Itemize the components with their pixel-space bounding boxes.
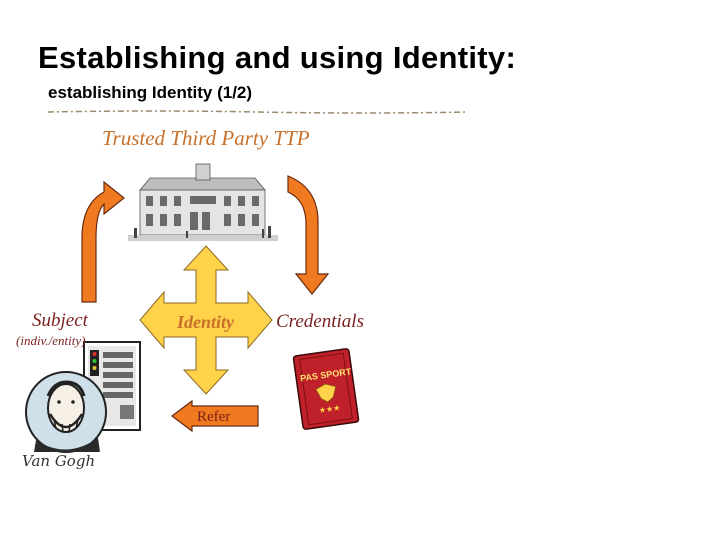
refer-label: Refer	[197, 409, 231, 425]
identity-cross-arrow	[139, 245, 273, 395]
ttp-to-credentials-arrow	[287, 175, 330, 295]
subject-portrait-image	[25, 371, 107, 453]
slide-title: Establishing and using Identity:	[38, 40, 517, 75]
credentials-label: Credentials	[276, 311, 364, 332]
subject-label: Subject	[32, 310, 88, 331]
passport-icon: PAS SPORT ★★★	[292, 348, 360, 430]
svg-text:★★★: ★★★	[318, 403, 341, 415]
subject-sublabel: (indiv./entity)	[16, 333, 86, 348]
slide-subtitle: establishing Identity (1/2)	[48, 83, 253, 102]
subject-to-ttp-arrow	[81, 180, 125, 303]
brush-underline	[48, 110, 468, 114]
ttp-building-image	[125, 156, 281, 246]
ttp-label: Trusted Third Party TTP	[102, 126, 310, 150]
signature-text: Van Gogh	[22, 452, 95, 470]
identity-label: Identity	[177, 312, 234, 332]
refer-arrow	[171, 399, 259, 433]
